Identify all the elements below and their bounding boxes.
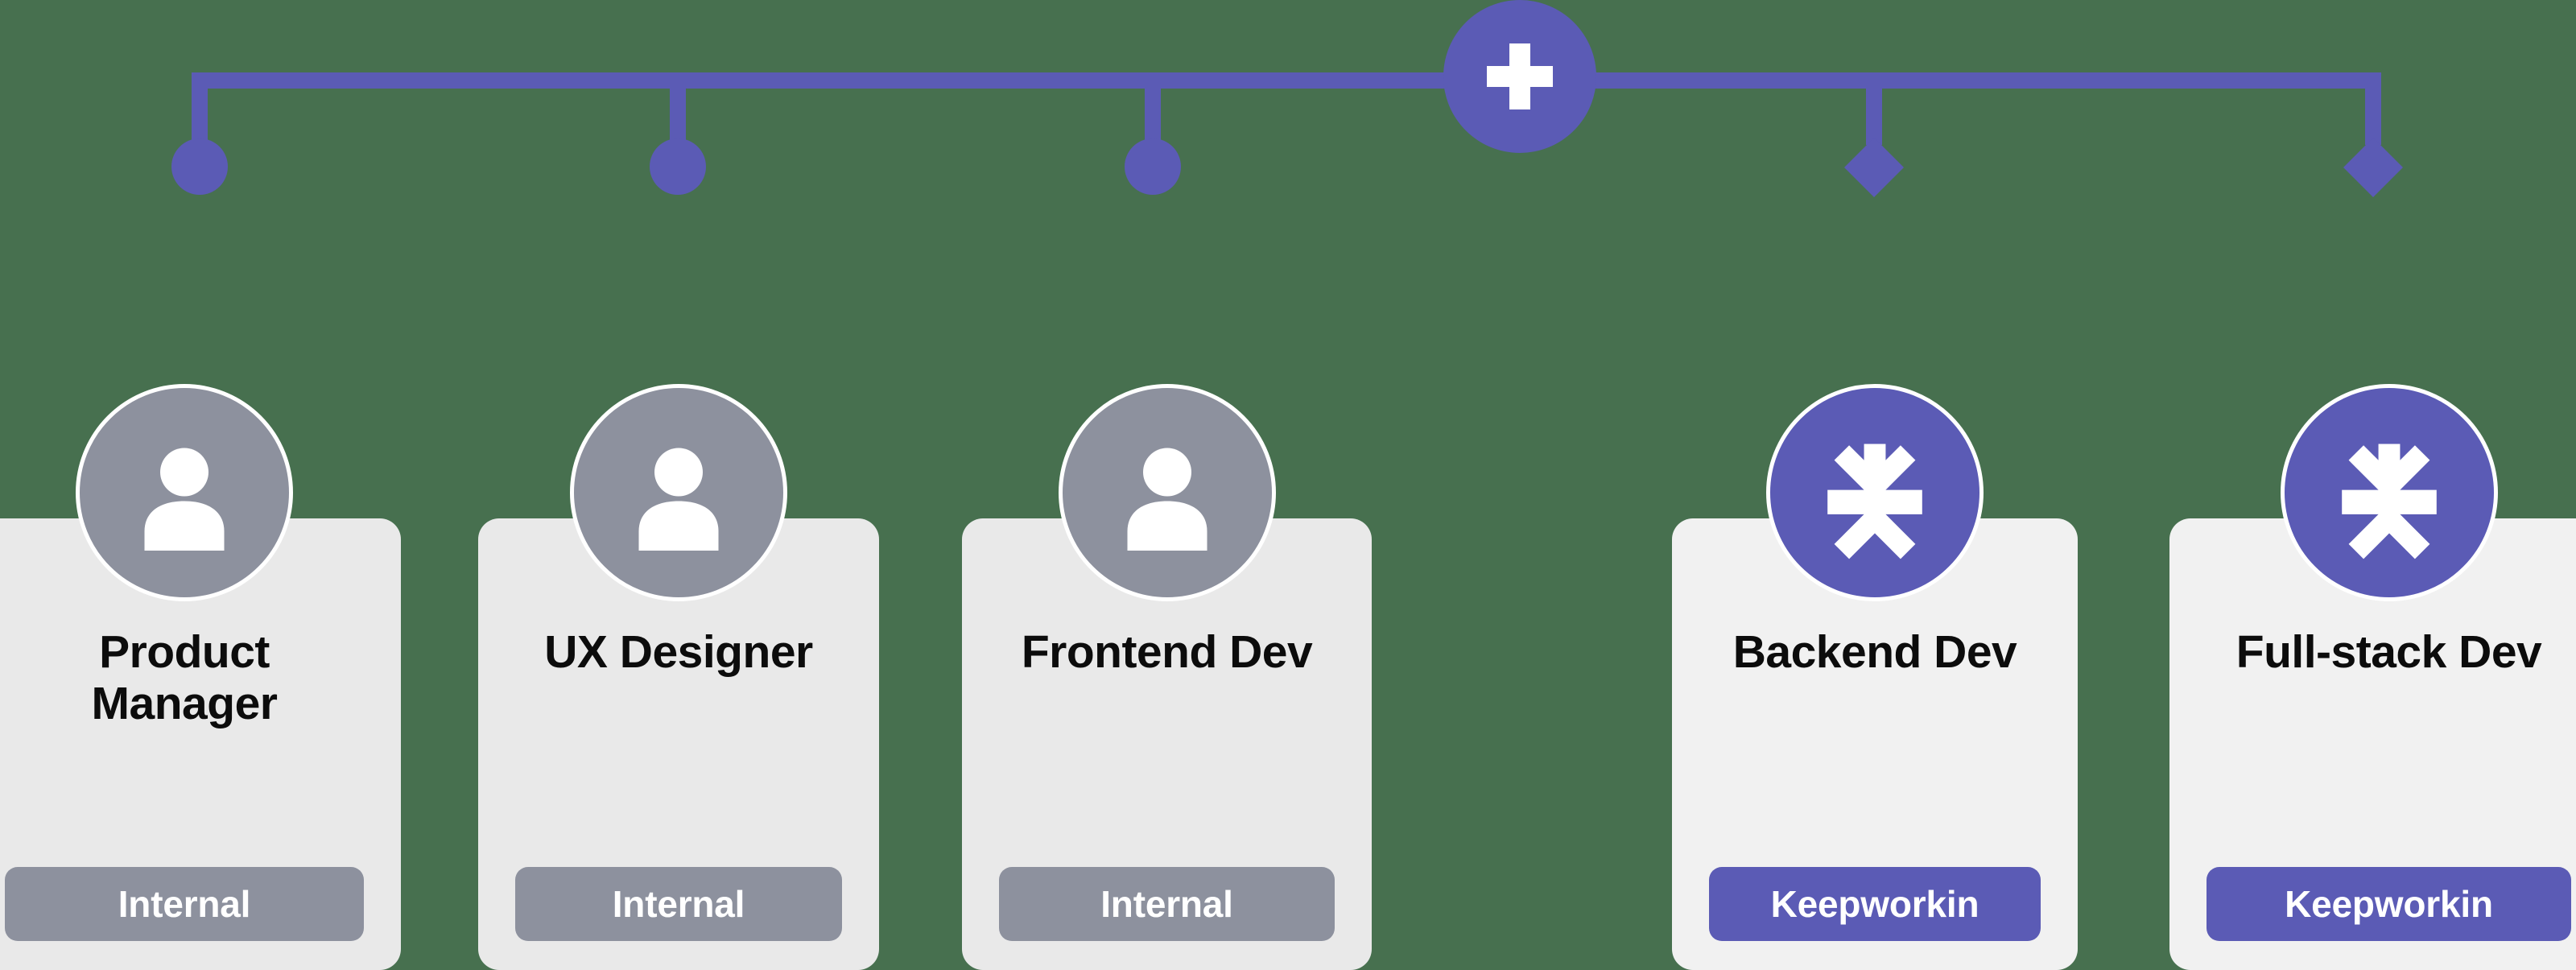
avatar-product-manager (76, 384, 293, 601)
keepworkin-logo-icon (2341, 444, 2437, 559)
avatar-frontend-dev (1058, 384, 1276, 601)
keepworkin-logo-icon (1827, 444, 1922, 559)
source-badge-frontend-dev[interactable]: Internal (999, 867, 1335, 941)
avatar-backend-dev (1766, 384, 1984, 601)
source-badge-full-stack-dev[interactable]: Keepworkin (2207, 867, 2571, 941)
role-title-full-stack-dev: Full-stack Dev (2235, 626, 2542, 678)
person-icon (144, 448, 225, 551)
person-icon (1127, 448, 1207, 551)
source-badge-product-manager[interactable]: Internal (5, 867, 364, 941)
role-title-frontend-dev: Frontend Dev (1021, 626, 1313, 678)
role-title-ux-designer: UX Designer (544, 626, 813, 678)
role-title-backend-dev: Backend Dev (1732, 626, 2017, 678)
source-badge-ux-designer[interactable]: Internal (515, 867, 842, 941)
source-badge-backend-dev[interactable]: Keepworkin (1709, 867, 2041, 941)
person-icon (638, 448, 719, 551)
add-team-member-button[interactable] (1443, 0, 1596, 153)
avatar-full-stack-dev (2280, 384, 2498, 601)
avatar-ux-designer (570, 384, 787, 601)
plus-icon-vertical-bar (1509, 43, 1530, 109)
